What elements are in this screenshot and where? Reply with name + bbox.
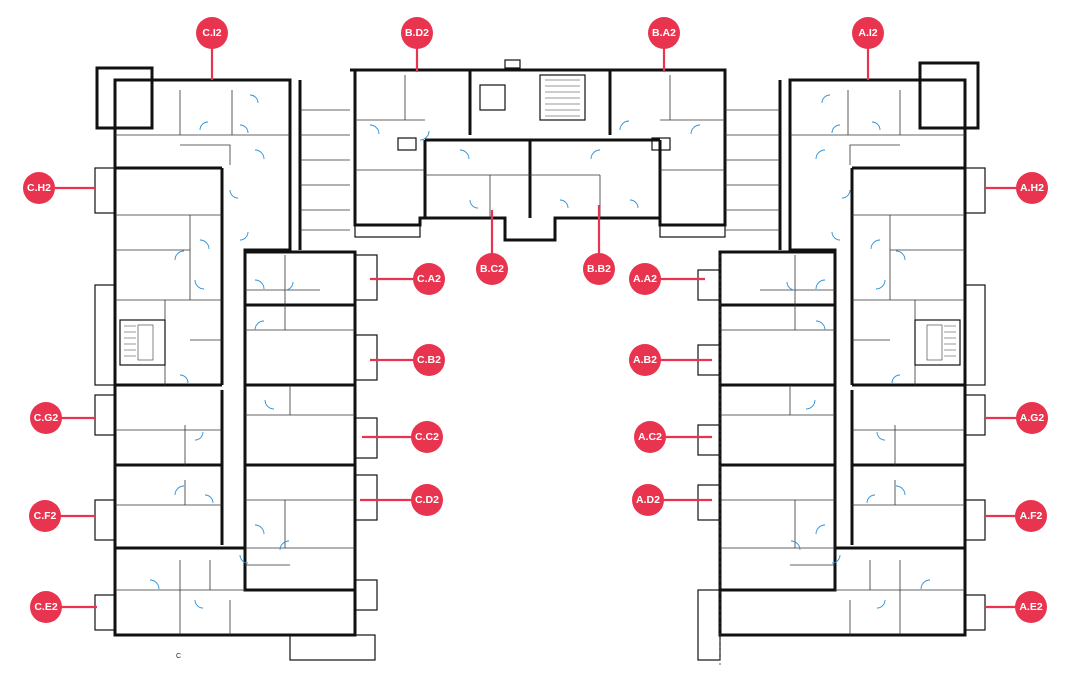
callout-bubble	[632, 484, 664, 516]
callout-bubble	[583, 253, 615, 285]
left-wing: C	[94, 66, 378, 661]
callout-bubble	[411, 421, 443, 453]
unit-label: A.C2	[638, 431, 662, 443]
unit-callout-c-c2: C.C2	[362, 421, 443, 453]
unit-callout-a-h2: A.H2	[985, 172, 1048, 204]
unit-label: C.H2	[27, 182, 51, 194]
callout-bubble	[196, 17, 228, 49]
unit-label: A.G2	[1020, 412, 1045, 424]
callout-bubble	[1016, 402, 1048, 434]
unit-callout-c-e2: C.E2	[30, 591, 97, 623]
unit-label: C.F2	[34, 510, 57, 522]
unit-label: B.A2	[652, 27, 676, 39]
callout-bubble	[30, 402, 62, 434]
callout-bubble	[1015, 500, 1047, 532]
unit-callout-a-e2: A.E2	[985, 591, 1047, 623]
unit-callout-b-b2: B.B2	[583, 205, 615, 285]
centre-wing	[350, 59, 727, 242]
callout-bubble	[30, 591, 62, 623]
unit-label: B.B2	[587, 263, 611, 275]
unit-callout-a-c2: A.C2	[634, 421, 712, 453]
callout-bubble	[411, 484, 443, 516]
unit-label: B.C2	[480, 263, 504, 275]
callout-bubble	[413, 344, 445, 376]
callout-bubble	[629, 344, 661, 376]
unit-callouts: C.I2 B.D2 B.A2 A.I2C.H2 A.H2B.C2 B.B2C.A2 A.A2…	[23, 17, 1048, 623]
corner-mark: C	[176, 653, 181, 660]
unit-label: A.B2	[633, 354, 657, 366]
unit-label: C.C2	[415, 431, 439, 443]
unit-callout-a-i2: A.I2	[852, 17, 884, 80]
unit-callout-b-c2: B.C2	[476, 210, 508, 285]
unit-callout-a-g2: A.G2	[985, 402, 1048, 434]
callout-bubble	[23, 172, 55, 204]
unit-label: C.I2	[202, 27, 221, 39]
unit-label: A.H2	[1020, 182, 1044, 194]
unit-callout-c-i2: C.I2	[196, 17, 228, 80]
unit-callout-c-f2: C.F2	[29, 500, 95, 532]
callout-bubble	[29, 500, 61, 532]
unit-callout-a-b2: A.B2	[629, 344, 712, 376]
unit-callout-a-f2: A.F2	[985, 500, 1047, 532]
unit-label: C.B2	[417, 354, 441, 366]
unit-callout-c-b2: C.B2	[370, 344, 445, 376]
unit-callout-b-d2: B.D2	[401, 17, 433, 72]
callout-bubble	[634, 421, 666, 453]
unit-label: C.D2	[415, 494, 439, 506]
unit-callout-c-a2: C.A2	[370, 263, 445, 295]
unit-callout-a-a2: A.A2	[629, 263, 705, 295]
callout-bubble	[476, 253, 508, 285]
callout-bubble	[1015, 591, 1047, 623]
unit-callout-c-h2: C.H2	[23, 172, 95, 204]
callout-bubble	[852, 17, 884, 49]
unit-label: A.A2	[633, 273, 657, 285]
unit-callout-b-a2: B.A2	[648, 17, 680, 72]
callout-bubble	[413, 263, 445, 295]
callout-bubble	[629, 263, 661, 295]
unit-label: A.E2	[1019, 601, 1043, 613]
right-wing	[697, 61, 986, 665]
unit-label: C.G2	[34, 412, 59, 424]
unit-label: A.I2	[858, 27, 877, 39]
callout-bubble	[648, 17, 680, 49]
unit-callout-c-d2: C.D2	[360, 484, 443, 516]
unit-label: B.D2	[405, 27, 429, 39]
unit-callout-a-d2: A.D2	[632, 484, 712, 516]
callout-bubble	[401, 17, 433, 49]
unit-label: A.D2	[636, 494, 660, 506]
callout-bubble	[1016, 172, 1048, 204]
unit-callout-c-g2: C.G2	[30, 402, 95, 434]
unit-label: C.E2	[34, 601, 58, 613]
unit-label: A.F2	[1020, 510, 1043, 522]
unit-label: C.A2	[417, 273, 441, 285]
